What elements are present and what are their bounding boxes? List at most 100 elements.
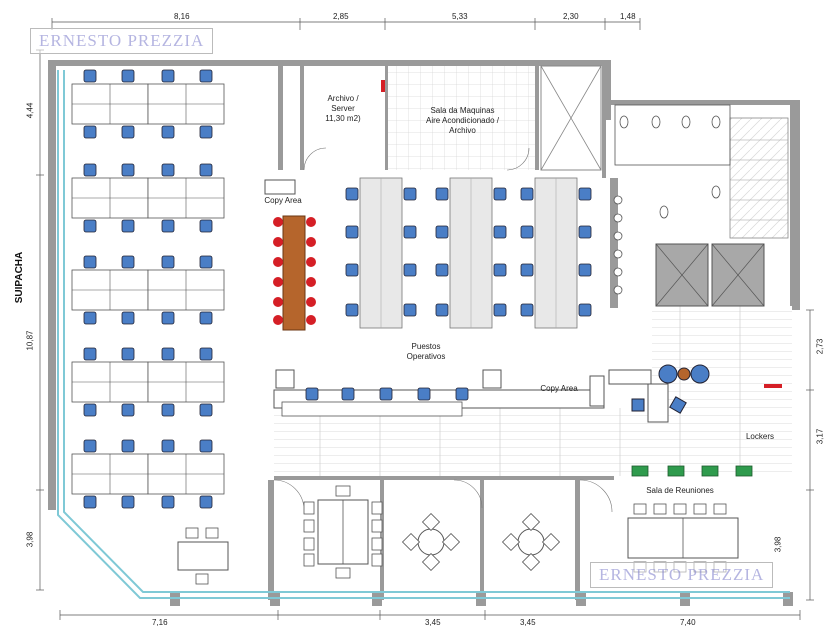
chair [199,403,213,417]
machine-room-floor [388,66,535,170]
red-chair [273,257,283,267]
chair [161,69,175,83]
meeting-chair [303,537,315,551]
green-chair [735,465,753,477]
chair [578,225,592,239]
chair [455,387,469,401]
boardroom-table [627,517,739,559]
chair [435,187,449,201]
round-chair [441,532,461,552]
chair [520,263,534,277]
chair [199,439,213,453]
copy-counter [589,375,605,407]
glass-facade [57,70,790,599]
chair [493,187,507,201]
red-chair [306,315,316,325]
label-archivo: Archivo / Server 11,30 m2) [325,94,361,123]
chair [161,403,175,417]
meeting-room-1 [317,499,369,565]
chair [121,347,135,361]
chair [121,125,135,139]
dim-right-1: 2,73 [815,338,825,355]
reception-block [647,383,669,423]
round-chair [541,532,561,552]
copy-machine-2 [275,369,295,389]
chair [83,347,97,361]
board-chair [653,503,667,515]
label-lockers: Lockers [745,432,774,441]
chair [161,125,175,139]
red-chair [273,297,283,307]
chair [435,303,449,317]
green-chair [667,465,685,477]
chair [83,69,97,83]
chair [435,263,449,277]
meeting-chair [335,485,351,497]
chair [578,263,592,277]
round-chair [501,532,521,552]
dim-bottom-3: 3,45 [520,618,536,627]
chair [199,219,213,233]
round-tables [417,528,545,556]
desk-chair [195,573,209,585]
meeting-chairs [303,485,383,579]
meeting-chair [371,519,383,533]
chair [493,225,507,239]
chair [403,225,417,239]
watermark-bottom: ERNESTO PREZZIA [590,562,774,588]
label-sala-reuniones: Sala de Reuniones [646,486,714,495]
red-chair [273,277,283,287]
chair [493,263,507,277]
board-chair [633,503,647,515]
chair [199,69,213,83]
chair [161,219,175,233]
label-maquinas: Sala da Maquinas Aire Acondicionado / Ar… [426,106,499,135]
stairs [729,117,789,239]
red-chair [306,297,316,307]
chair [345,263,359,277]
desk-chair [185,527,199,539]
workstations-left [71,69,225,509]
chair [199,163,213,177]
bottom-desk-chairs [185,527,219,585]
red-chair [273,237,283,247]
meeting-chair [303,501,315,515]
door-swings [273,147,613,513]
green-chair [701,465,719,477]
long-desk-chairs [305,387,469,401]
round-chair [421,552,441,572]
dim-top-2: 2,85 [333,12,349,21]
meeting-chair [335,567,351,579]
chair [83,439,97,453]
label-copy-area-1: Copy Area [264,196,302,205]
red-marker [381,80,385,92]
dim-bottom-4: 7,40 [680,618,696,627]
board-chair [673,503,687,515]
dim-right-2: 3,17 [815,428,825,445]
chair [161,439,175,453]
chair [520,187,534,201]
street-label: SUIPACHA [14,251,26,304]
workstations-center [345,177,592,329]
red-chair [306,277,316,287]
chair [305,387,319,401]
red-chair [273,217,283,227]
chair [345,187,359,201]
chair [121,255,135,269]
chair [578,303,592,317]
chair [83,495,97,509]
chair [83,403,97,417]
chair [379,387,393,401]
lounge-floor [652,306,792,476]
chair [341,387,355,401]
elevators [655,243,765,307]
red-chair [306,237,316,247]
chair [345,225,359,239]
chair [161,495,175,509]
chair [520,303,534,317]
dim-bottom-1: 7,16 [152,618,168,627]
round-chair [421,512,441,532]
round-chair [521,552,541,572]
round-chair [401,532,421,552]
chair [403,303,417,317]
